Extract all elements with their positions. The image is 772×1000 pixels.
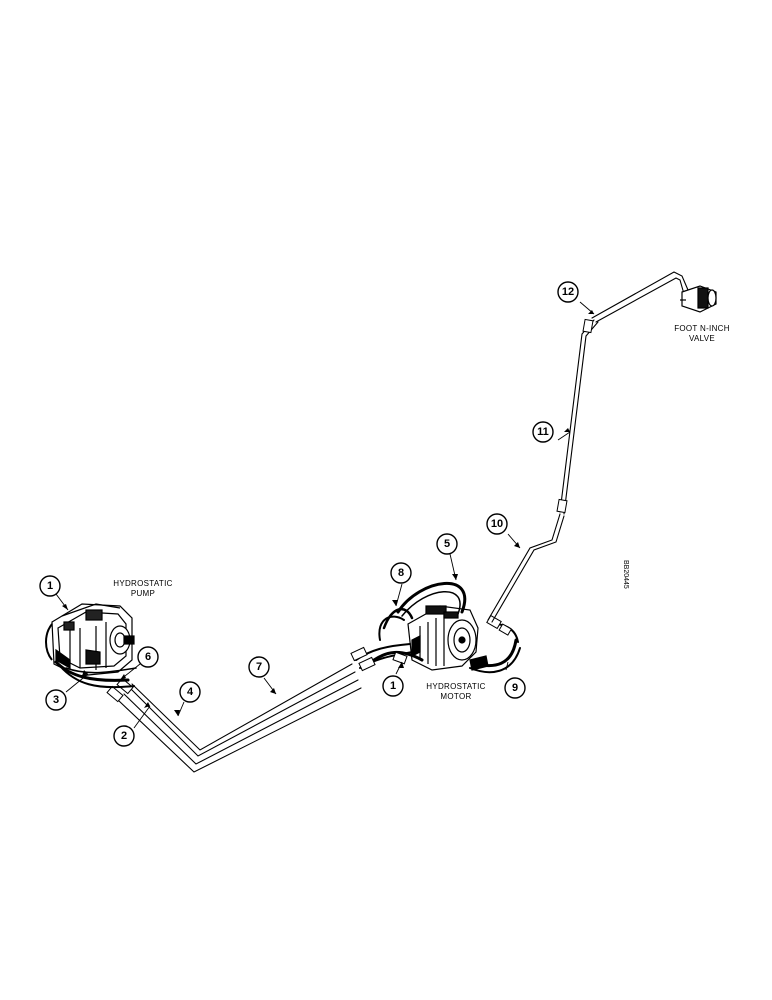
callout-circle-11 [532, 421, 554, 443]
callout-10: 10 [491, 518, 503, 530]
callout-circle-8 [390, 562, 412, 584]
motor-label-line2: MOTOR [440, 692, 471, 701]
tube-4-fittings [106, 677, 134, 703]
callout-5: 5 [444, 538, 450, 550]
pump-label-line1: HYDROSTATIC [113, 579, 172, 588]
motor-tube-fittings [350, 614, 513, 672]
callout-circle-12 [557, 281, 579, 303]
valve-label-line1: FOOT N-INCH [674, 324, 730, 333]
callout-circle-3 [45, 689, 67, 711]
tube-10 [487, 513, 565, 623]
callout-circle-9 [504, 677, 526, 699]
callout-12: 12 [562, 286, 574, 298]
tube-12 [591, 271, 689, 323]
main-tube-bundle [117, 663, 362, 773]
callout-11: 11 [537, 426, 549, 438]
callout-3: 3 [53, 694, 59, 706]
hydrostatic-pump [45, 603, 135, 677]
callout-7: 7 [256, 661, 262, 673]
callout-circle-1a [39, 575, 61, 597]
callout-1b: 1 [390, 680, 396, 692]
callout-1a: 1 [47, 580, 53, 592]
callout-6: 6 [145, 651, 151, 663]
callout-circle-4 [179, 681, 201, 703]
callout-2: 2 [121, 730, 127, 742]
callout-circle-1b [382, 675, 404, 697]
hydrostatic-motor [407, 605, 489, 671]
callout-circle-2 [113, 725, 135, 747]
figure-code: BB20445 [622, 560, 629, 589]
callout-arrowheads [62, 310, 594, 716]
callout-4: 4 [187, 686, 194, 698]
callout-circle-5 [436, 533, 458, 555]
callout-8: 8 [398, 567, 404, 579]
valve-label-line2: VALVE [689, 334, 715, 343]
motor-label-line1: HYDROSTATIC [426, 682, 485, 691]
callout-circle-10 [486, 513, 508, 535]
pump-label-line2: PUMP [131, 589, 155, 598]
callout-circle-7 [248, 656, 270, 678]
callout-circles [39, 281, 579, 747]
callout-9: 9 [512, 682, 518, 694]
callout-circle-6 [137, 646, 159, 668]
tube-11 [559, 319, 599, 515]
pump-hoses [54, 660, 137, 689]
callout-leaders [55, 301, 595, 729]
foot-n-inch-valve [680, 285, 717, 313]
